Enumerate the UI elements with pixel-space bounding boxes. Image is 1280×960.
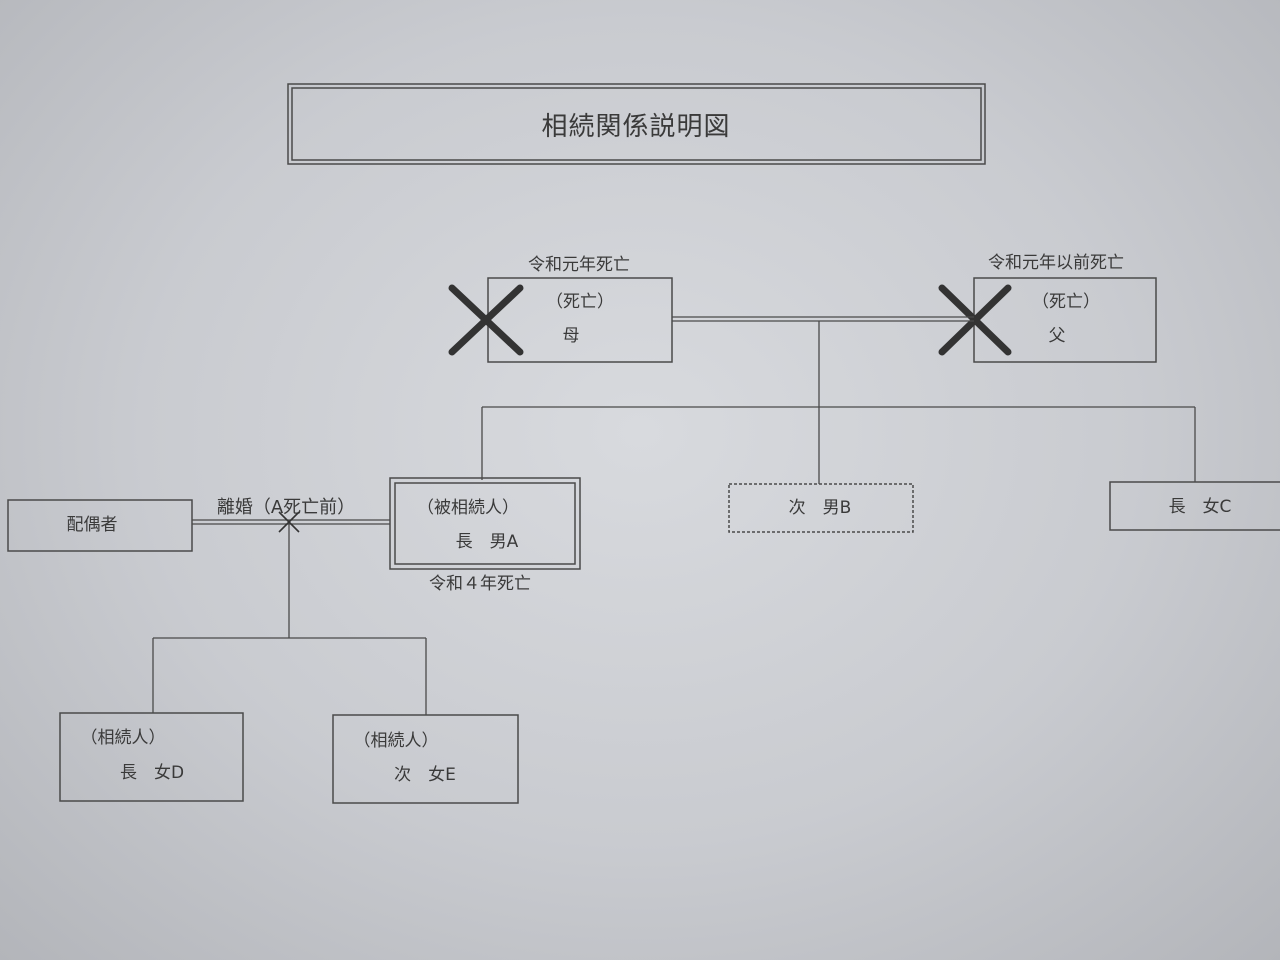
eldest-daughter-name: 長 女C [1169,497,1232,517]
decedent-death-note: 令和４年死亡 [429,574,531,594]
mother-death-note: 令和元年死亡 [528,255,630,275]
parents-marriage-line [672,316,974,322]
deceased-cross-icon [448,284,524,356]
mother-node: 令和元年死亡 （死亡） 母 [448,255,673,363]
heir-e-name: 次 女E [394,765,456,785]
decedent-name: 長 男A [456,532,519,552]
heir-d-node: （相続人） 長 女D [59,712,244,802]
mother-name: 母 [563,326,580,346]
diagram-title: 相続関係説明図 [541,112,730,142]
parents-children-connector [481,321,1196,484]
decedent-children-connector [152,524,427,715]
deceased-cross-icon [938,284,1012,356]
eldest-daughter-node: 長 女C [1109,481,1280,531]
mother-status: （死亡） [546,292,614,312]
heir-e-node: （相続人） 次 女E [332,714,519,804]
title-box: 相続関係説明図 [287,83,986,165]
divorce-cross-icon [278,511,300,533]
second-son-node: 次 男B [728,483,914,533]
heir-d-role: （相続人） [81,728,166,748]
decedent-node: （被相続人） 長 男A 令和４年死亡 [389,477,581,594]
heir-d-name: 長 女D [120,763,184,783]
father-status: （死亡） [1032,292,1100,312]
second-son-name: 次 男B [789,498,852,518]
divorce-marriage-line: 離婚（A死亡前） [192,497,390,533]
father-name: 父 [1049,326,1066,346]
heir-e-role: （相続人） [354,731,439,751]
spouse-node: 配偶者 [7,499,193,552]
divorce-note: 離婚（A死亡前） [217,497,355,518]
father-node: 令和元年以前死亡 （死亡） 父 [938,253,1157,363]
decedent-role: （被相続人） [417,498,519,518]
spouse-name: 配偶者 [67,515,118,535]
father-death-note: 令和元年以前死亡 [988,253,1124,273]
